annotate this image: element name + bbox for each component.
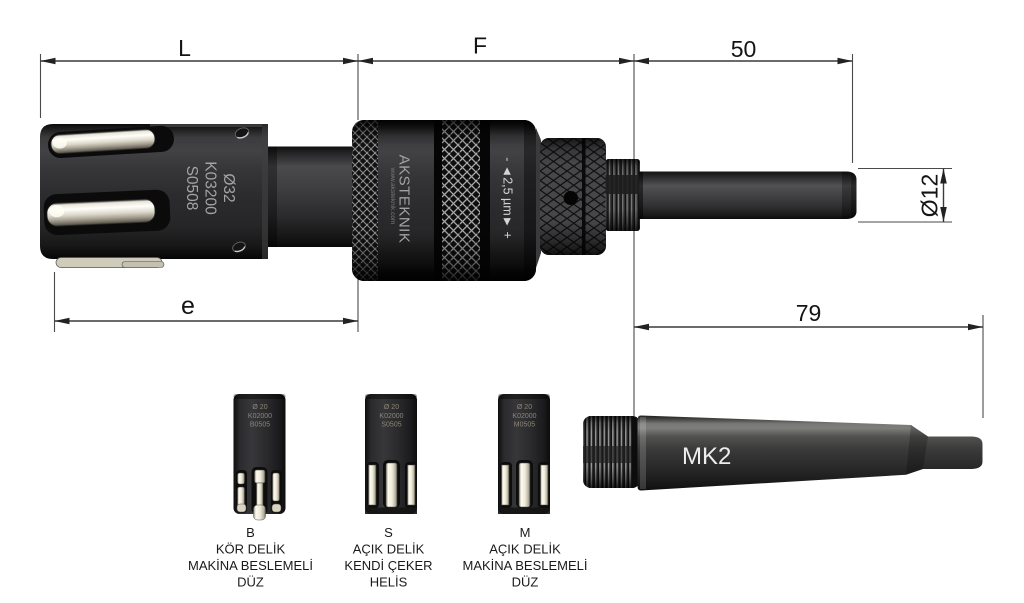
svg-text:Ø32: Ø32 — [220, 173, 237, 202]
svg-text:MAKİNA BESLEMELİ: MAKİNA BESLEMELİ — [188, 558, 313, 573]
svg-text:e: e — [181, 292, 195, 320]
svg-text:AÇIK DELİK: AÇIK DELİK — [353, 542, 425, 557]
svg-text:AKSTEKNIK: AKSTEKNIK — [396, 155, 413, 244]
svg-text:F: F — [473, 33, 487, 59]
svg-text:AÇIK DELİK: AÇIK DELİK — [489, 542, 561, 557]
svg-text:K03200: K03200 — [202, 161, 219, 215]
svg-text:L: L — [178, 35, 191, 61]
svg-text:K02000: K02000 — [379, 413, 403, 420]
svg-text:Ø12: Ø12 — [917, 174, 943, 217]
svg-text:HELİS: HELİS — [370, 575, 408, 590]
svg-text:MK2: MK2 — [682, 443, 731, 470]
svg-text:Ø 20: Ø 20 — [517, 404, 532, 411]
svg-text:S: S — [384, 525, 393, 540]
svg-text:K02000: K02000 — [512, 413, 536, 420]
svg-text:M: M — [520, 525, 531, 540]
svg-text:KENDİ ÇEKER: KENDİ ÇEKER — [344, 558, 432, 573]
svg-text:B0505: B0505 — [250, 422, 270, 429]
svg-text:Ø 20: Ø 20 — [252, 404, 267, 411]
svg-text:79: 79 — [796, 300, 822, 326]
svg-text:50: 50 — [731, 36, 757, 62]
svg-text:S0505: S0505 — [381, 422, 401, 429]
svg-text:Ø 20: Ø 20 — [384, 404, 399, 411]
svg-text:KÖR DELİK: KÖR DELİK — [216, 542, 286, 557]
svg-text:K02000: K02000 — [248, 413, 272, 420]
svg-text:DÜZ: DÜZ — [237, 575, 264, 590]
svg-text:- ◄2,5 µm► +: - ◄2,5 µm► + — [501, 157, 515, 239]
svg-text:DÜZ: DÜZ — [512, 575, 539, 590]
svg-text:M0505: M0505 — [514, 422, 536, 429]
svg-text:S0508: S0508 — [183, 166, 200, 211]
svg-text:www.aksteknik.com: www.aksteknik.com — [389, 167, 396, 225]
svg-text:B: B — [246, 525, 255, 540]
svg-text:MAKİNA BESLEMELİ: MAKİNA BESLEMELİ — [463, 558, 588, 573]
